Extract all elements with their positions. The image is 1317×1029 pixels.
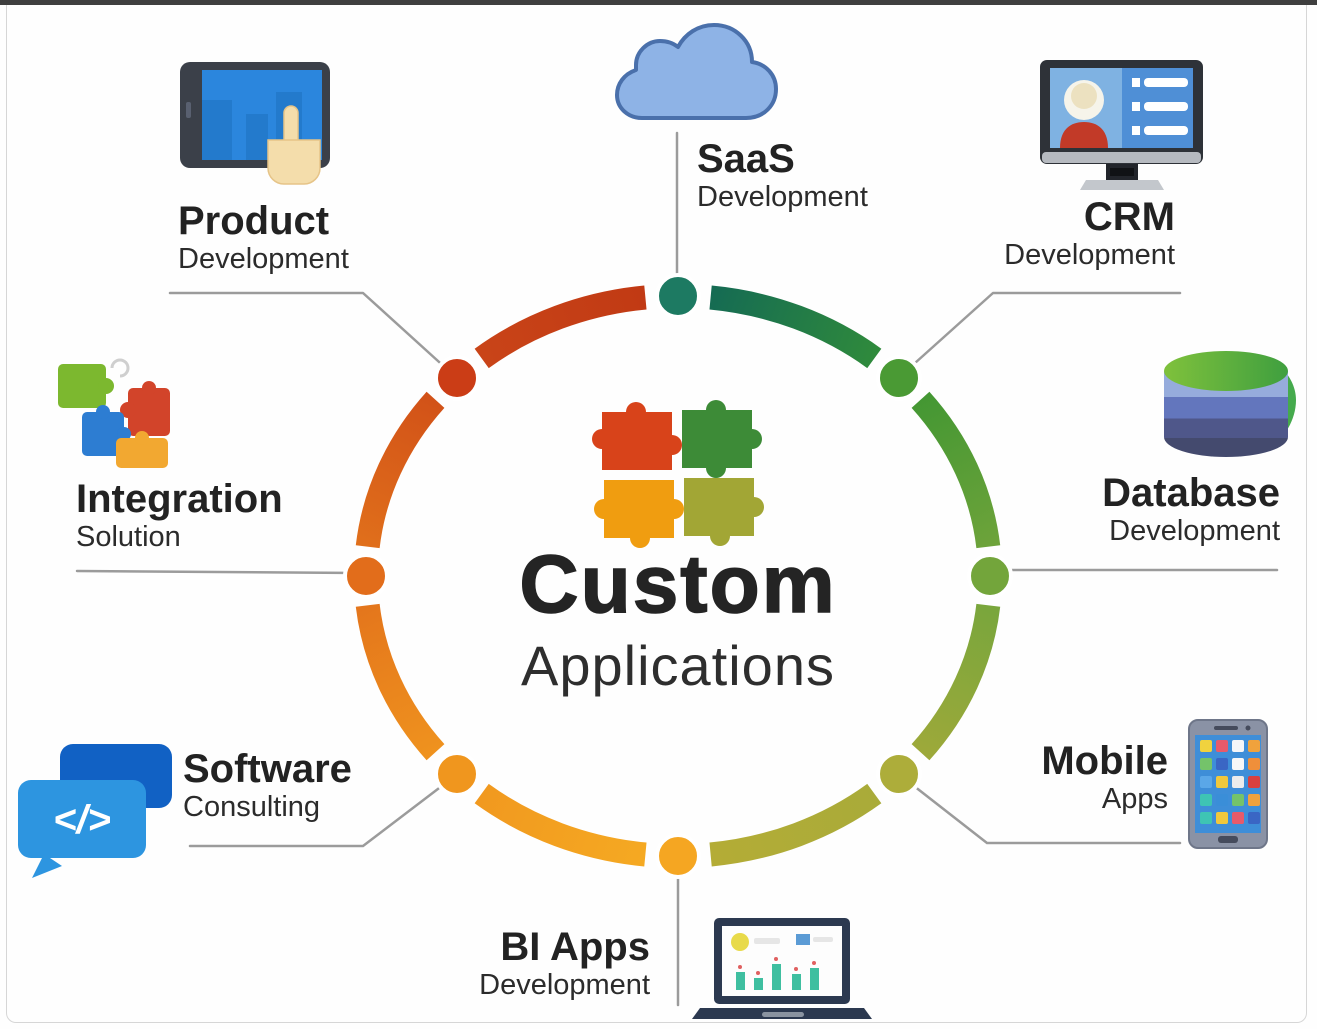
puzzle-curl-outline <box>110 358 130 378</box>
node-mobile-sublabel: Apps <box>1101 783 1168 816</box>
node-software-sublabel: Consulting <box>183 791 321 824</box>
connector-product <box>168 291 451 373</box>
node-integration: Integration Solution <box>76 477 283 555</box>
avatar-head <box>1071 83 1097 109</box>
puzzle-pieces-icon <box>58 358 170 468</box>
arc-orange-dark <box>355 391 445 549</box>
monitor-neck-slot <box>1110 168 1134 176</box>
arc-green-olive <box>911 603 1001 761</box>
monitor-chin <box>1042 152 1201 163</box>
ring-arcs <box>355 285 1001 867</box>
dot-software <box>434 751 480 797</box>
db-top <box>1164 351 1288 391</box>
cloud-icon <box>615 23 778 120</box>
node-product: Product Development <box>178 199 349 277</box>
puzzle-yellow-piece <box>116 431 168 468</box>
smartphone-icon <box>1188 719 1268 849</box>
center-puzzle-red <box>592 402 682 470</box>
node-integration-sublabel: Solution <box>76 521 181 554</box>
chart-bars <box>736 964 819 990</box>
chat-bubble-tail <box>32 854 62 878</box>
center-title-line2: Applications <box>521 634 835 697</box>
database-cylinder-icon <box>1164 351 1296 457</box>
monitor-base <box>1080 180 1164 190</box>
dot-database <box>967 553 1013 599</box>
frame-border <box>6 5 1307 1023</box>
puzzle-red-piece <box>120 381 170 436</box>
node-software: Software Consulting <box>183 747 352 825</box>
connector-mobile <box>903 777 1182 845</box>
arc-red <box>474 285 647 369</box>
arc-olive <box>709 783 882 867</box>
node-saas: SaaS Development <box>697 137 868 215</box>
chart-bar-dots <box>738 957 816 975</box>
chart-blue-block <box>796 934 810 945</box>
arc-green <box>911 391 1001 549</box>
node-bi-sublabel: Development <box>479 969 650 1002</box>
chart-yellow-blob <box>731 933 749 951</box>
chat-bubble-front <box>18 780 146 858</box>
dot-bi <box>655 833 701 879</box>
arc-yellow-orange <box>474 783 647 867</box>
phone-camera <box>1245 725 1251 731</box>
phone-app-grid <box>1200 740 1260 824</box>
dot-integration <box>343 553 389 599</box>
hand-cursor-icon <box>267 105 321 185</box>
laptop-trackpad-slot <box>762 1012 804 1017</box>
node-bi-label: BI Apps <box>500 925 650 969</box>
center-puzzle-olive <box>684 478 764 546</box>
dot-crm <box>876 355 922 401</box>
node-bi: BI Apps Development <box>479 925 650 1003</box>
puzzle-green-piece <box>58 364 114 408</box>
chart-caption-2 <box>813 937 833 942</box>
connector-crm <box>903 291 1182 374</box>
db-body <box>1164 371 1288 457</box>
node-crm: CRM Development <box>1004 195 1175 273</box>
tablet-touch-icon <box>180 62 330 185</box>
node-database-sublabel: Development <box>1109 515 1280 548</box>
node-database: Database Development <box>1102 471 1280 549</box>
chart-caption-1 <box>754 938 780 944</box>
node-product-label: Product <box>178 199 330 243</box>
crm-monitor-icon <box>1040 60 1203 190</box>
code-glyph: </> <box>53 798 111 842</box>
node-mobile: Mobile Apps <box>1041 739 1168 817</box>
phone-speaker <box>1214 726 1238 730</box>
node-crm-label: CRM <box>1083 195 1175 239</box>
center-puzzle-green <box>682 400 762 478</box>
center-puzzle-icon <box>592 400 764 548</box>
dot-saas <box>655 273 701 319</box>
db-green-side <box>1266 357 1296 447</box>
dot-product <box>434 355 480 401</box>
node-software-label: Software <box>183 747 352 791</box>
avatar-body <box>1060 122 1108 148</box>
crm-list-rows <box>1132 78 1188 135</box>
arc-orange <box>355 603 445 761</box>
node-database-label: Database <box>1102 471 1280 515</box>
node-saas-label: SaaS <box>697 137 795 181</box>
code-chat-bubbles-icon: </> <box>18 744 172 878</box>
connector-lines <box>75 131 1279 1007</box>
connector-software <box>188 777 453 848</box>
node-integration-label: Integration <box>76 477 283 521</box>
top-edge-line <box>0 0 1317 5</box>
center-title: Custom Applications <box>328 539 1028 697</box>
node-saas-sublabel: Development <box>697 181 868 214</box>
tablet-bezel-mark <box>186 102 191 118</box>
center-puzzle-orange <box>594 480 684 548</box>
arc-teal-green <box>709 285 882 369</box>
puzzle-blue-piece <box>82 405 131 456</box>
center-title-line1: Custom <box>519 539 837 630</box>
ring-dots <box>343 273 1013 879</box>
node-mobile-label: Mobile <box>1041 739 1168 783</box>
connector-integration <box>75 569 362 575</box>
laptop-chart-icon <box>692 918 872 1019</box>
node-product-sublabel: Development <box>178 243 349 276</box>
phone-home-button <box>1218 836 1238 843</box>
node-crm-sublabel: Development <box>1004 239 1175 272</box>
dot-mobile <box>876 751 922 797</box>
